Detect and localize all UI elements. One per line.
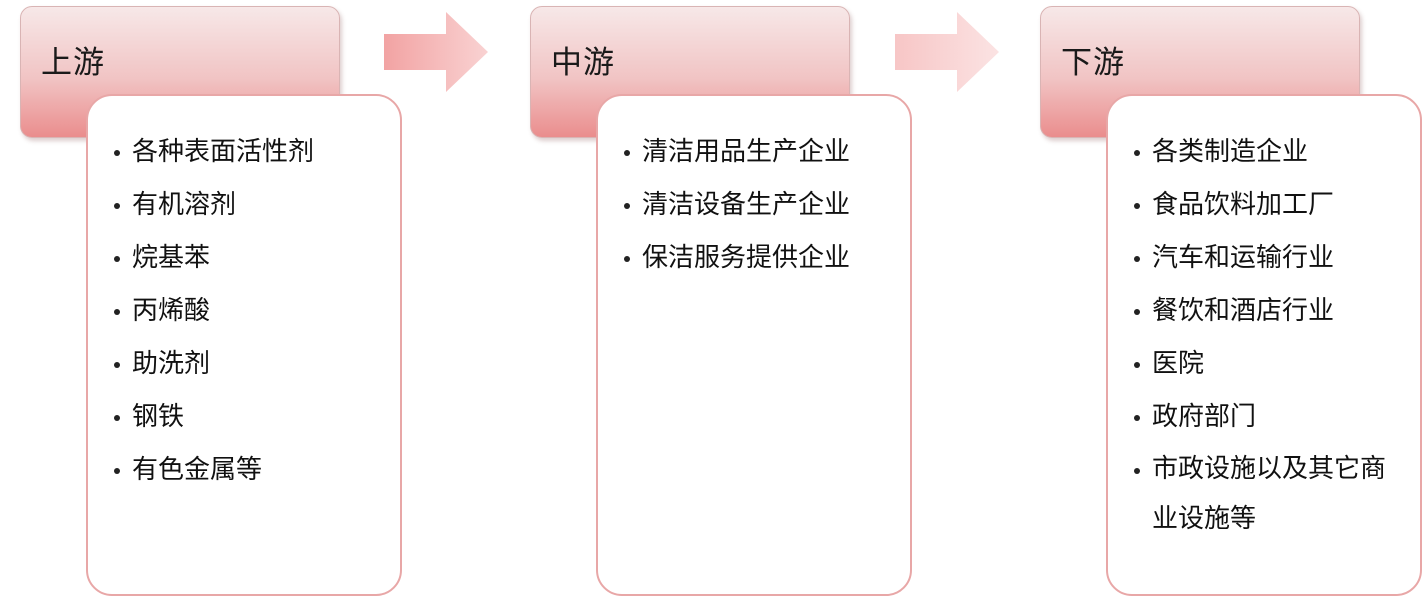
stage-midstream-card: 清洁用品生产企业 清洁设备生产企业 保洁服务提供企业 (596, 94, 912, 596)
list-item: 有色金属等 (112, 444, 388, 497)
list-item: 有机溶剂 (112, 179, 388, 232)
list-item: 汽车和运输行业 (1132, 232, 1408, 285)
list-item: 保洁服务提供企业 (622, 232, 898, 285)
list-item: 各种表面活性剂 (112, 126, 388, 179)
flow-arrow-icon (384, 12, 488, 92)
list-item: 丙烯酸 (112, 285, 388, 338)
stage-midstream-list: 清洁用品生产企业 清洁设备生产企业 保洁服务提供企业 (598, 96, 910, 285)
list-item: 助洗剂 (112, 338, 388, 391)
stage-upstream-card: 各种表面活性剂 有机溶剂 烷基苯 丙烯酸 助洗剂 钢铁 有色金属等 (86, 94, 402, 596)
stage-midstream-title: 中游 (551, 45, 615, 81)
stage-downstream-list: 各类制造企业 食品饮料加工厂 汽车和运输行业 餐饮和酒店行业 医院 政府部门 市… (1108, 96, 1420, 544)
list-item: 烷基苯 (112, 232, 388, 285)
list-item: 医院 (1132, 338, 1408, 391)
stage-downstream-title: 下游 (1061, 45, 1125, 81)
stage-upstream-title: 上游 (41, 45, 105, 81)
list-item: 食品饮料加工厂 (1132, 179, 1408, 232)
list-item: 清洁设备生产企业 (622, 179, 898, 232)
list-item: 钢铁 (112, 391, 388, 444)
stage-upstream-list: 各种表面活性剂 有机溶剂 烷基苯 丙烯酸 助洗剂 钢铁 有色金属等 (88, 96, 400, 497)
list-item: 政府部门 (1132, 391, 1408, 444)
flow-arrow-icon (895, 12, 999, 92)
list-item: 各类制造企业 (1132, 126, 1408, 179)
list-item: 餐饮和酒店行业 (1132, 285, 1408, 338)
stage-downstream-card: 各类制造企业 食品饮料加工厂 汽车和运输行业 餐饮和酒店行业 医院 政府部门 市… (1106, 94, 1422, 596)
list-item: 市政设施以及其它商业设施等 (1132, 444, 1408, 544)
list-item: 清洁用品生产企业 (622, 126, 898, 179)
